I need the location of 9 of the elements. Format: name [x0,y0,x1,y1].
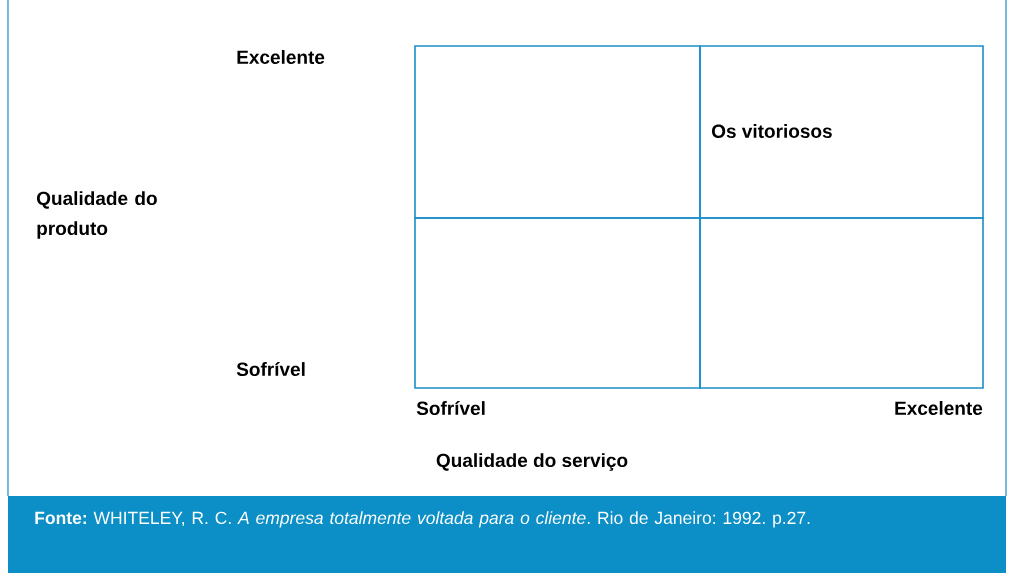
quadrant-cell: Os vitoriosos [699,45,984,219]
source-caption: Fonte: WHITELEY, R. C. A empresa totalmente voltada para o cliente. Rio de Janeiro: 1992. p.27. [8,496,1006,573]
quadrant-cell [414,217,701,389]
quadrant-cell [414,45,701,219]
quadrant-cell [699,217,984,389]
axis-label: Excelente [237,50,325,64]
axis-label: Qualidade do serviço [436,453,628,471]
axis-label: Sofrível [236,361,305,377]
axis-label: Qualidade do produto [37,191,157,239]
